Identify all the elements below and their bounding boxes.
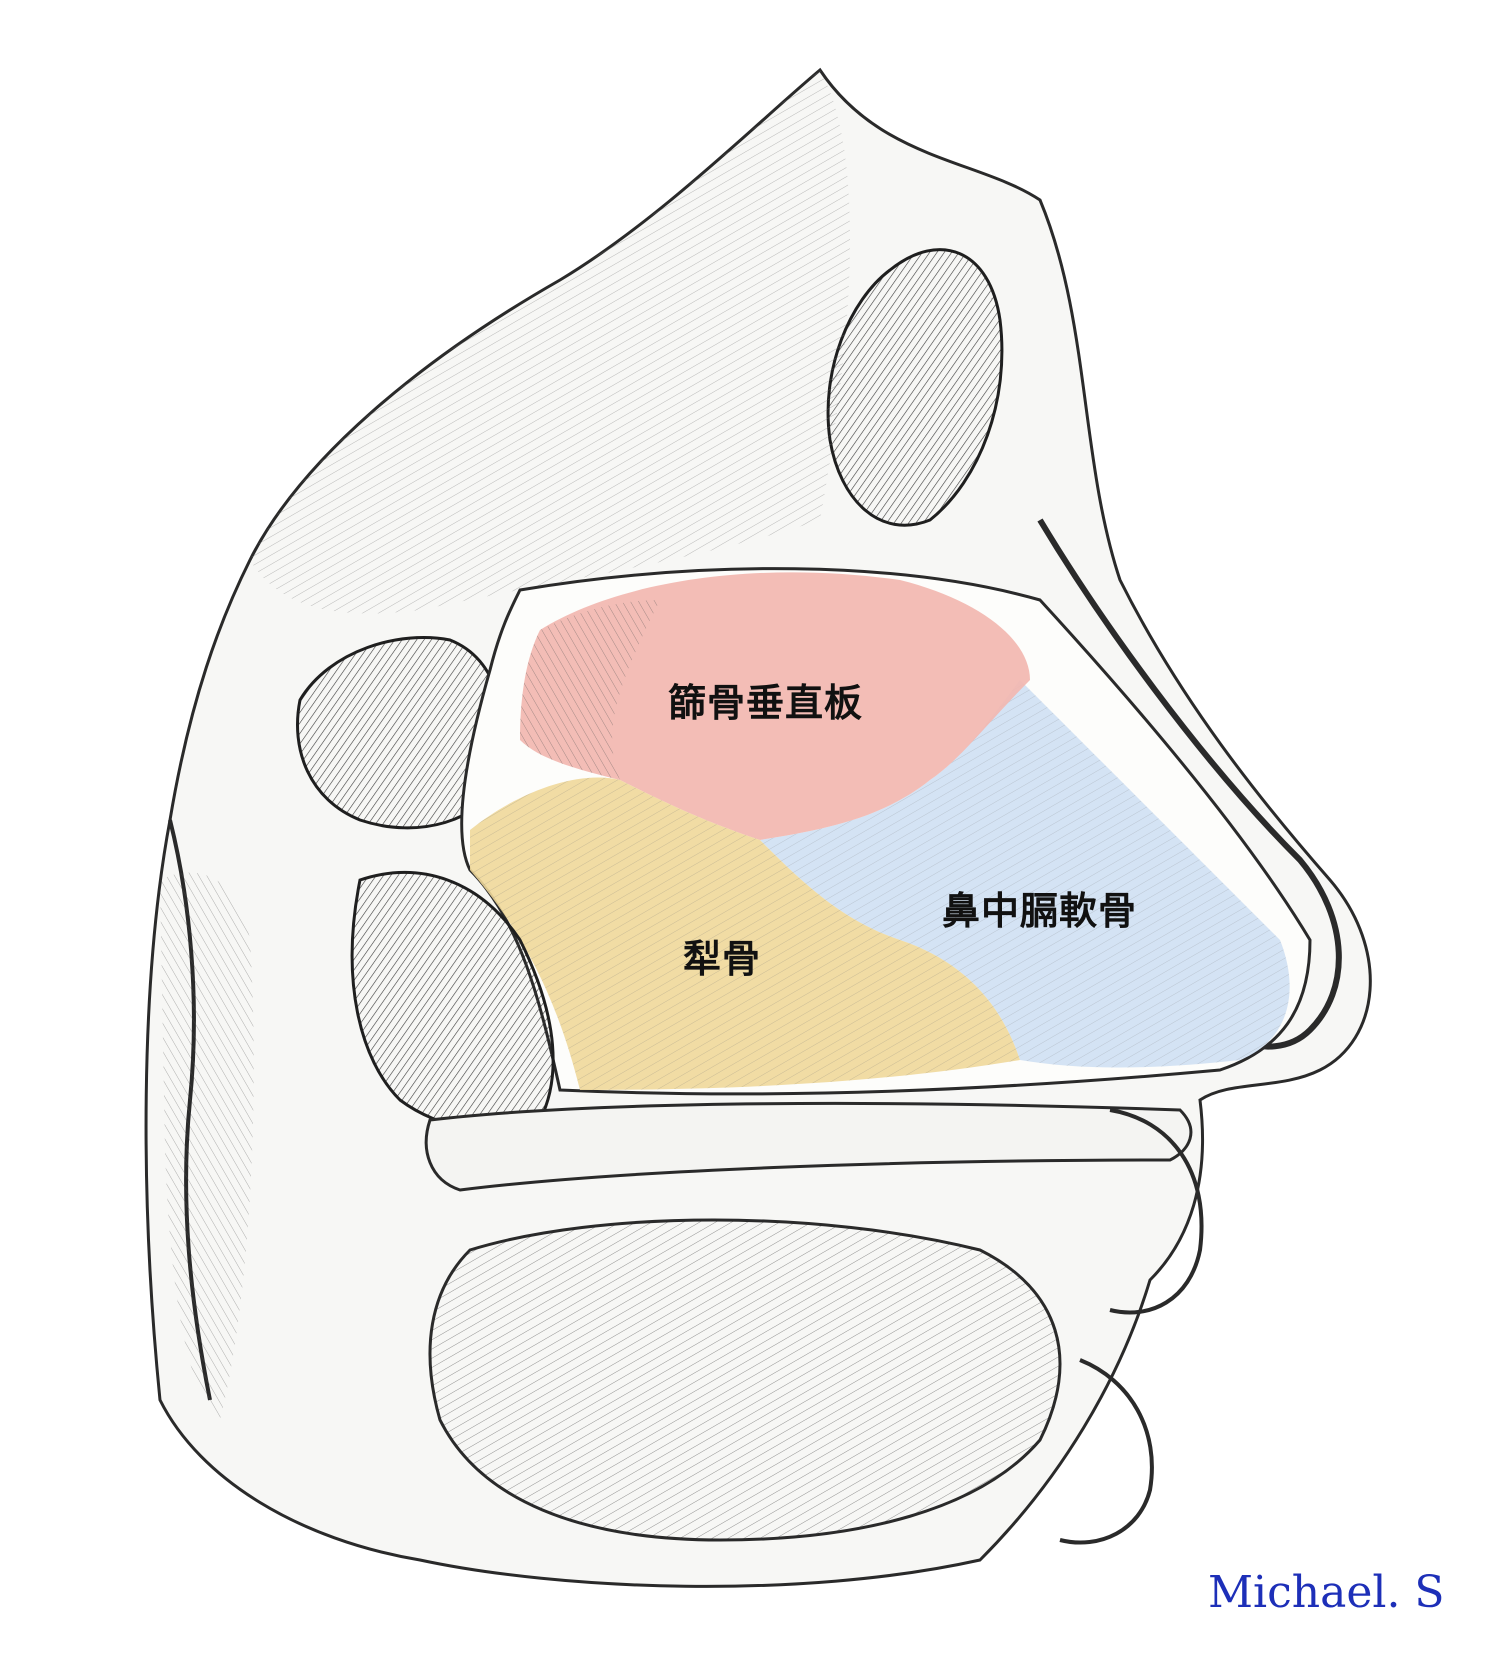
posterior-hatching xyxy=(160,872,254,1420)
tongue xyxy=(428,1218,1062,1542)
upper-lip xyxy=(1109,1108,1204,1315)
cranial-hatching xyxy=(250,70,850,614)
artist-signature: Michael. S xyxy=(1208,1567,1445,1618)
septal-cartilage-hatching xyxy=(760,680,1290,1068)
ethmoid-plate-label: 篩骨垂直板 xyxy=(668,681,864,725)
septal-cartilage-label: 鼻中膈軟骨 xyxy=(942,889,1138,933)
ethmoid-plate-region xyxy=(520,572,1030,840)
vomer-hatching xyxy=(470,777,1020,1090)
hard-palate xyxy=(424,1101,1193,1192)
lower-lip xyxy=(1059,1358,1154,1545)
nasal-dorsum xyxy=(1037,518,1342,1050)
ethmoid-plate-hatching xyxy=(520,600,660,780)
vomer-label: 犁骨 xyxy=(683,937,762,981)
